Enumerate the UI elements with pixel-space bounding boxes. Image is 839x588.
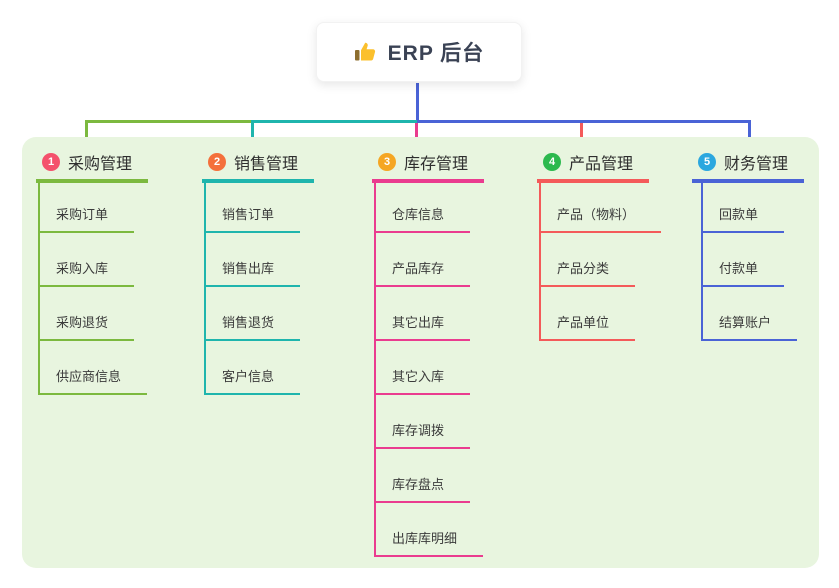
child-node[interactable]: 产品分类: [541, 233, 661, 287]
child-node[interactable]: 结算账户: [703, 287, 804, 341]
child-node[interactable]: 销售退货: [206, 287, 314, 341]
root-title: ERP 后台: [387, 42, 485, 65]
child-label: 采购入库: [40, 258, 135, 287]
child-node[interactable]: 产品库存: [376, 233, 484, 287]
child-label: 其它出库: [376, 312, 471, 341]
child-label: 采购退货: [40, 312, 135, 341]
child-node[interactable]: 其它入库: [376, 341, 484, 395]
child-node[interactable]: 销售出库: [206, 233, 314, 287]
branch-product: 4 产品管理 产品（物料） 产品分类 产品单位: [537, 148, 662, 341]
child-label: 采购订单: [40, 204, 135, 233]
thumbs-up-icon: [354, 40, 378, 64]
child-node[interactable]: 采购入库: [40, 233, 148, 287]
child-label: 仓库信息: [376, 204, 471, 233]
child-label: 产品（物料）: [541, 204, 662, 233]
child-label: 结算账户: [703, 312, 798, 341]
child-node[interactable]: 出库库明细: [376, 503, 484, 557]
branch-number-badge: 5: [698, 153, 716, 171]
branch-label: 采购管理: [68, 156, 133, 173]
child-label: 付款单: [703, 258, 785, 287]
branch-number-badge: 4: [543, 153, 561, 171]
branch-label: 产品管理: [569, 156, 634, 173]
branch-children: 回款单 付款单 结算账户: [701, 183, 804, 341]
branch-finance: 5 财务管理 回款单 付款单 结算账户: [692, 148, 805, 341]
drop-line-branch-2: [251, 120, 254, 150]
branch-header-sales[interactable]: 2 销售管理: [202, 148, 315, 183]
branch-header-finance[interactable]: 5 财务管理: [692, 148, 805, 183]
child-label: 销售订单: [206, 204, 301, 233]
root-node[interactable]: ERP 后台: [316, 22, 522, 82]
child-label: 回款单: [703, 204, 785, 233]
drop-line-branch-4: [580, 123, 583, 150]
drop-line-branch-1: [85, 120, 88, 150]
child-node[interactable]: 付款单: [703, 233, 804, 287]
child-label: 其它入库: [376, 366, 471, 395]
background-panel: [22, 137, 819, 568]
branch-label: 销售管理: [234, 156, 299, 173]
child-label: 供应商信息: [40, 366, 148, 395]
child-label: 产品分类: [541, 258, 636, 287]
branch-number-badge: 1: [42, 153, 60, 171]
drop-line-branch-3: [415, 123, 418, 150]
drop-line-branch-5: [748, 120, 751, 150]
branch-children: 仓库信息 产品库存 其它出库 其它入库 库存调拨 库存盘点 出库库明细: [374, 183, 484, 557]
branch-inventory: 3 库存管理 仓库信息 产品库存 其它出库 其它入库 库存调拨 库存盘点 出库库…: [372, 148, 485, 557]
bus-line-teal: [253, 120, 417, 123]
child-node[interactable]: 仓库信息: [376, 183, 484, 233]
child-label: 库存盘点: [376, 474, 471, 503]
child-node[interactable]: 产品（物料）: [541, 183, 662, 233]
child-node[interactable]: 供应商信息: [40, 341, 148, 395]
branch-header-inventory[interactable]: 3 库存管理: [372, 148, 485, 183]
child-node[interactable]: 回款单: [703, 183, 804, 233]
bus-line-green: [86, 120, 253, 123]
child-node[interactable]: 采购退货: [40, 287, 148, 341]
bus-line-blue: [417, 120, 751, 123]
child-label: 客户信息: [206, 366, 301, 395]
branch-children: 销售订单 销售出库 销售退货 客户信息: [204, 183, 314, 395]
child-label: 库存调拨: [376, 420, 471, 449]
child-label: 出库库明细: [376, 528, 484, 557]
branch-header-product[interactable]: 4 产品管理: [537, 148, 650, 183]
root-connector-line: [416, 83, 419, 122]
branch-label: 财务管理: [724, 156, 789, 173]
child-node[interactable]: 采购订单: [40, 183, 148, 233]
branch-purchase: 1 采购管理 采购订单 采购入库 采购退货 供应商信息: [36, 148, 149, 395]
branch-header-purchase[interactable]: 1 采购管理: [36, 148, 149, 183]
child-label: 产品库存: [376, 258, 471, 287]
child-label: 销售退货: [206, 312, 301, 341]
child-node[interactable]: 库存盘点: [376, 449, 484, 503]
child-label: 产品单位: [541, 312, 636, 341]
branch-label: 库存管理: [404, 156, 469, 173]
branch-children: 产品（物料） 产品分类 产品单位: [539, 183, 662, 341]
branch-number-badge: 3: [378, 153, 396, 171]
child-node[interactable]: 销售订单: [206, 183, 314, 233]
child-node[interactable]: 产品单位: [541, 287, 661, 341]
child-node[interactable]: 客户信息: [206, 341, 314, 395]
child-node[interactable]: 其它出库: [376, 287, 484, 341]
branch-sales: 2 销售管理 销售订单 销售出库 销售退货 客户信息: [202, 148, 315, 395]
branch-children: 采购订单 采购入库 采购退货 供应商信息: [38, 183, 148, 395]
branch-number-badge: 2: [208, 153, 226, 171]
child-label: 销售出库: [206, 258, 301, 287]
child-node[interactable]: 库存调拨: [376, 395, 484, 449]
